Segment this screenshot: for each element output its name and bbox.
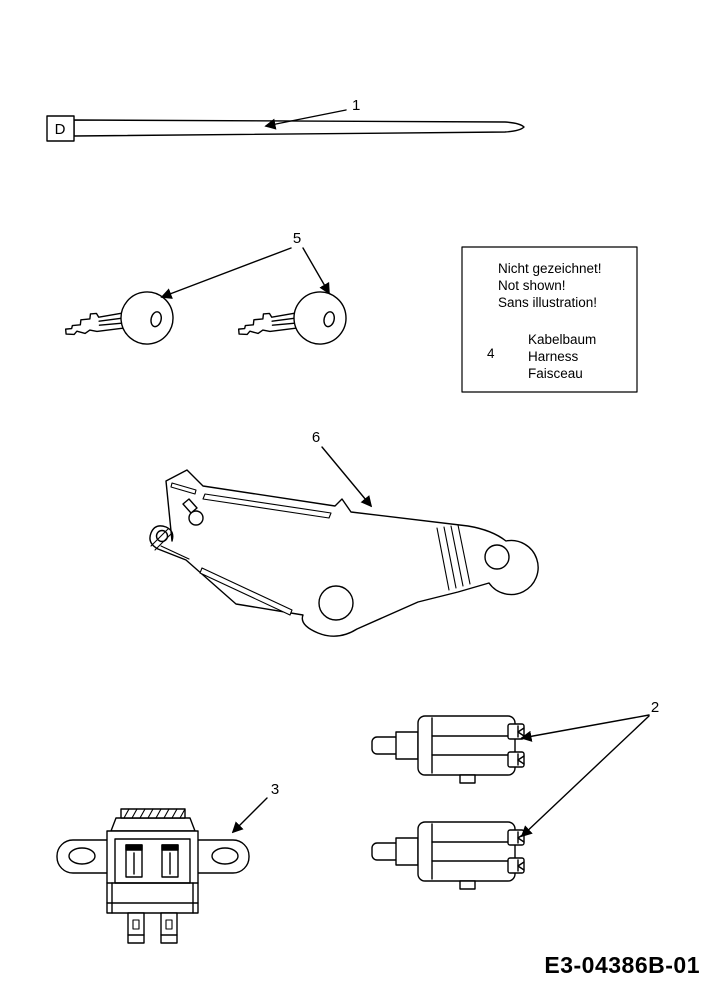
note-item-name-en: Harness [528,349,579,364]
bracket-rib-bottom [199,567,293,616]
callout-2-leader-lower [520,715,650,838]
key-left-drawing [62,289,176,352]
switch-cap-hatching [123,808,186,819]
callout-6-label: 6 [312,429,320,446]
note-line-fr: Sans illustration! [498,295,597,310]
note-item-number: 4 [487,346,495,361]
switch-mount-hole-right [211,847,239,865]
switch-mount-hole-left [68,847,96,865]
callout-2: 2 [520,699,659,838]
note-box-border [461,246,638,393]
bracket-hole-right [484,544,510,570]
note-line-en: Not shown! [498,278,566,293]
key-right-drawing [235,289,349,352]
bracket-tab-rivet [155,529,169,543]
callout-5: 5 [160,230,330,299]
cable-tie-head [46,115,75,142]
callout-1: 1 [264,97,360,130]
switch-cap-ridge [120,808,186,819]
note-box: Nicht gezeichnet! Not shown! Sans illust… [461,246,638,393]
switch-terminal-right-cap [161,844,179,851]
callout-3-leader [231,797,268,834]
callout-3-label: 3 [271,781,279,798]
connector-upper-drawing [371,715,525,784]
switch-cap [110,817,196,832]
switch-prong-right-slot [165,919,173,930]
note-item-name-de: Kabelbaum [528,332,596,347]
connector-lower-drawing [371,821,525,890]
callout-1-leader [264,109,347,130]
callout-1-label: 1 [352,97,360,114]
callout-2-leader-upper [520,714,650,742]
cable-tie-head-letter: D [55,121,66,138]
diagram-code: E3-04386B-01 [544,952,700,978]
callout-2-label: 2 [651,699,659,716]
bracket-rib-arm [170,482,197,495]
cable-tie-strap [73,119,525,137]
note-line-de: Nicht gezeichnet! [498,261,602,276]
bracket-rib-top [202,493,332,519]
callout-5-leader-right [302,247,330,295]
bracket-hole-large [318,585,354,621]
callout-5-leader-left [160,247,292,299]
note-item-name-fr: Faisceau [528,366,583,381]
callout-6: 6 [312,429,373,508]
bracket-hatching [150,524,471,591]
callout-5-label: 5 [293,230,301,247]
bracket-keyhole-slot [182,498,198,514]
bracket-drawing [149,469,539,637]
switch-drawing [56,808,250,944]
switch-prong-left-slot [132,919,140,930]
callout-6-leader [321,446,373,508]
bracket-keyhole [188,510,204,526]
switch-terminal-left-cap [125,844,143,851]
cable-tie-drawing: D [46,115,525,142]
callout-3: 3 [231,781,279,834]
